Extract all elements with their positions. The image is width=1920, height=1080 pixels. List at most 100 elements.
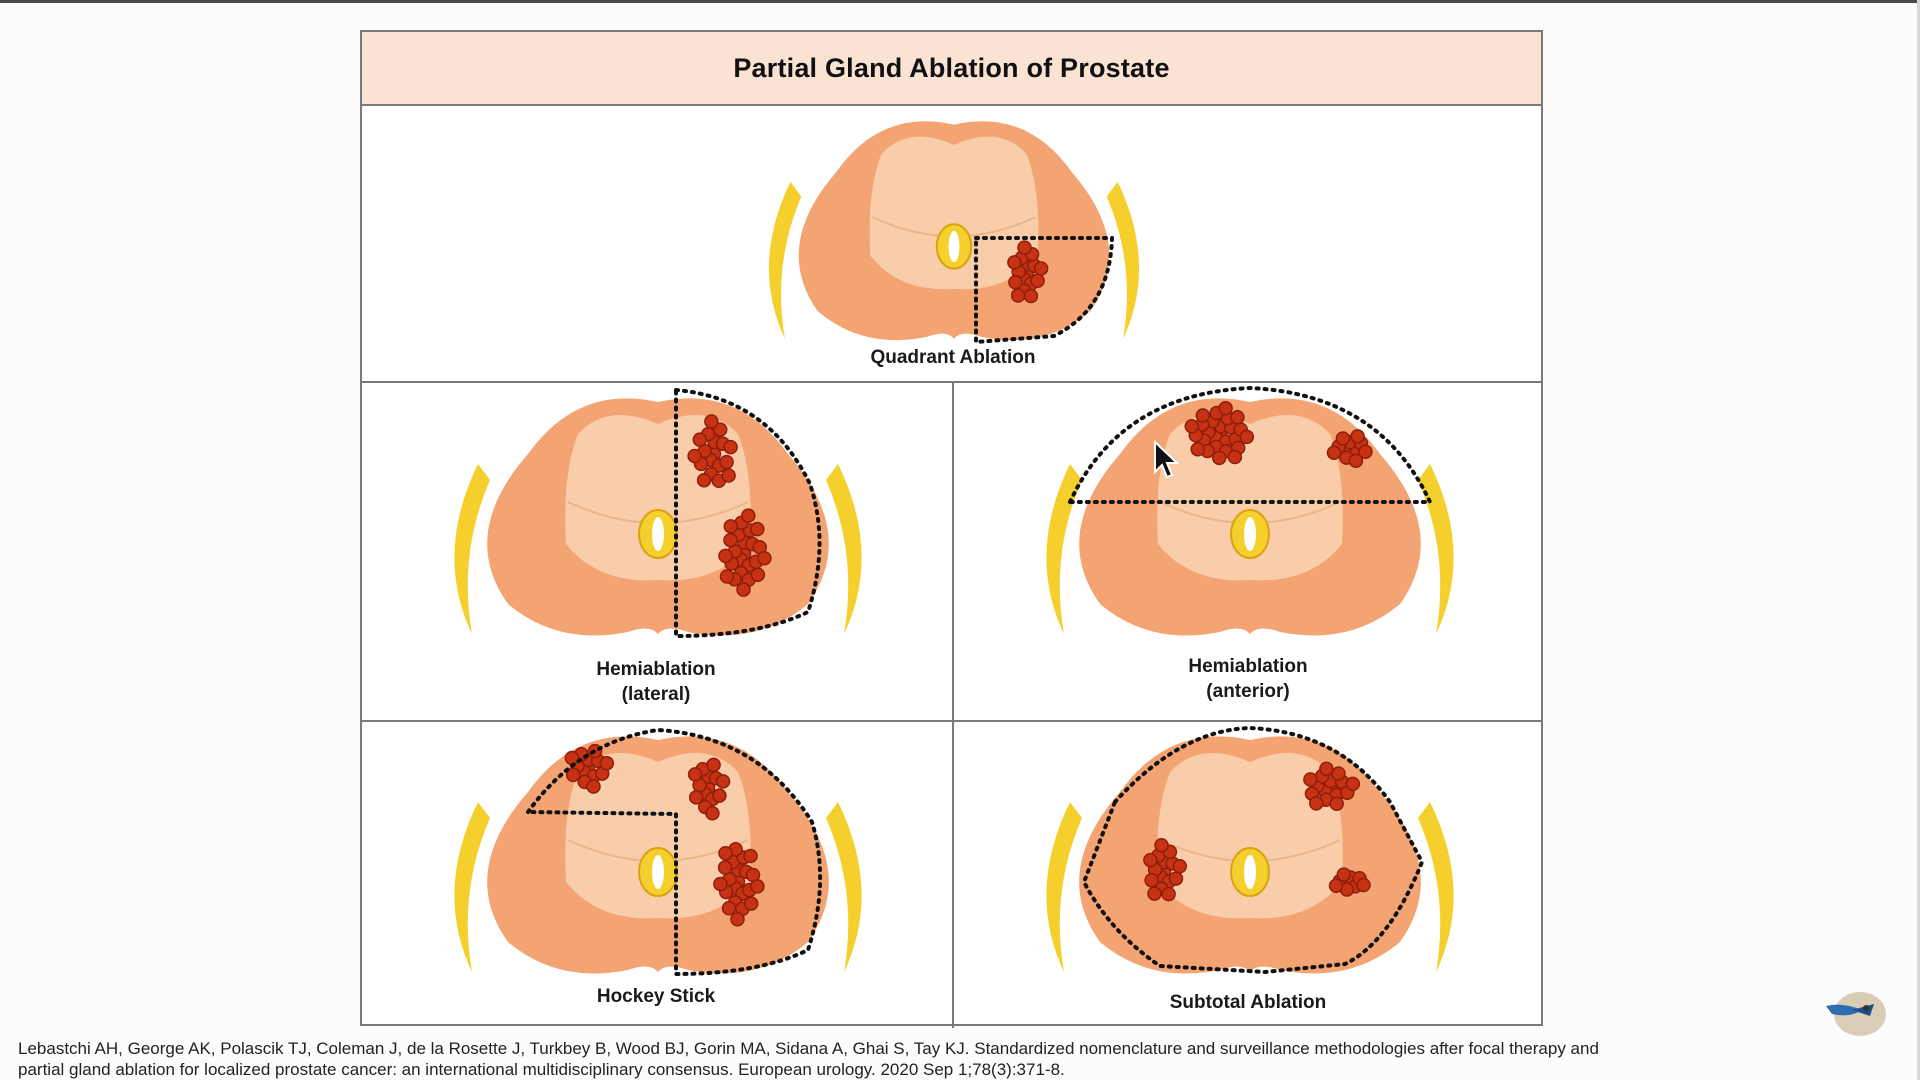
- tumor-focus: [712, 422, 728, 437]
- tumor-focus: [564, 750, 580, 766]
- tumor-focus: [1331, 766, 1346, 781]
- caption-hemi-lateral-line2: (lateral): [621, 684, 691, 705]
- neurovascular-bundle-left: [454, 802, 490, 972]
- tumor-focus: [750, 521, 765, 537]
- title-band: Partial Gland Ablation of Prostate: [362, 32, 1541, 106]
- panel-hemi-anterior: Hemiablation (anterior): [954, 382, 1545, 720]
- neurovascular-bundle-right: [1106, 181, 1140, 339]
- tumor-focus: [1154, 837, 1169, 853]
- tumor-focus: [705, 806, 720, 821]
- tumor-focus: [713, 876, 728, 892]
- tumor-focus: [1319, 761, 1334, 777]
- caption-hemi-anterior-line1: Hemiablation: [1188, 656, 1308, 677]
- neurovascular-bundle-right: [1418, 802, 1454, 972]
- tumor-focus: [1336, 867, 1352, 882]
- tumor-focus: [1147, 886, 1162, 901]
- tumor-focus: [1030, 273, 1045, 288]
- panel-hemi-lateral: Hemiablation (lateral): [362, 382, 952, 720]
- caption-hemi-lateral-line1: Hemiablation: [596, 659, 716, 680]
- tumor-focus: [1348, 453, 1364, 468]
- tumor-focus: [1230, 410, 1245, 425]
- divider-row-1: [362, 381, 1541, 383]
- tumor-focus: [718, 845, 733, 861]
- tumor-focus: [723, 519, 739, 534]
- tumor-focus: [687, 448, 702, 464]
- tumor-focus: [687, 767, 703, 782]
- tumor-focus: [1303, 772, 1318, 787]
- caption-quadrant: Quadrant Ablation: [870, 347, 1036, 368]
- citation: Lebastchi AH, George AK, Polascik TJ, Co…: [18, 1038, 1898, 1080]
- urethra-lumen: [652, 517, 664, 551]
- urethra-lumen: [948, 230, 960, 263]
- neurovascular-bundle-left: [1046, 464, 1082, 634]
- top-bar: [0, 0, 1920, 3]
- figure-title: Partial Gland Ablation of Prostate: [733, 52, 1170, 83]
- neurovascular-bundle-right: [1418, 464, 1454, 634]
- divider-column: [952, 382, 954, 1028]
- tumor-focus: [1358, 444, 1373, 460]
- tumor-focus: [1144, 872, 1159, 888]
- panel-hockey-stick: Hockey Stick: [362, 722, 952, 1028]
- tumor-focus: [1010, 288, 1026, 303]
- tumor-focus: [1168, 871, 1184, 886]
- right-edge: [1917, 0, 1920, 1080]
- prostate-diagram-hockey-stick: [454, 727, 862, 977]
- tumor-focus: [743, 848, 758, 864]
- tumor-focus: [1143, 852, 1158, 868]
- tumor-focus: [723, 532, 738, 548]
- mouse-pointer-icon: [1154, 440, 1179, 479]
- tumor-focus: [704, 414, 719, 429]
- transition-zone: [1157, 753, 1343, 919]
- tumor-focus: [741, 508, 756, 523]
- tumor-focus: [719, 569, 735, 584]
- tumor-focus: [719, 454, 734, 470]
- prostate-diagram-subtotal: [1046, 725, 1454, 975]
- tumor-focus: [1023, 288, 1039, 304]
- neurovascular-bundle-left: [768, 181, 802, 339]
- figure-panel: Partial Gland Ablation of Prostate Quadr…: [360, 30, 1545, 1028]
- tumor-focus: [1017, 240, 1032, 255]
- tumor-focus: [688, 790, 704, 805]
- tumor-focus: [1309, 796, 1324, 811]
- urethra-lumen: [1244, 517, 1256, 551]
- tumor-focus: [586, 779, 601, 794]
- tumor-focus: [1190, 441, 1205, 457]
- panel-quadrant: Quadrant Ablation: [362, 106, 1545, 382]
- tumor-focus: [696, 472, 712, 488]
- tumor-focus: [1195, 408, 1211, 423]
- panel-subtotal: Subtotal Ablation: [954, 722, 1545, 1028]
- tumor-focus: [1218, 400, 1233, 416]
- tumor-focus: [1227, 449, 1243, 465]
- tumor-focus: [721, 468, 736, 483]
- tumor-focus: [1033, 261, 1049, 276]
- tumor-focus: [706, 757, 721, 773]
- tumor-focus: [1161, 886, 1176, 902]
- tumor-focus: [1172, 859, 1188, 874]
- caption-subtotal: Subtotal Ablation: [1169, 992, 1327, 1013]
- tumor-focus: [721, 901, 737, 916]
- tumor-focus: [750, 567, 766, 582]
- tumor-focus: [757, 550, 772, 566]
- caption-hockey-stick: Hockey Stick: [596, 986, 716, 1007]
- tumor-focus: [1239, 429, 1255, 445]
- tumor-focus: [717, 860, 733, 875]
- tumor-focus: [730, 911, 745, 927]
- tumor-focus: [1007, 255, 1022, 270]
- tumor-focus: [1212, 450, 1227, 466]
- prostate-diagram-hemi-anterior: [1046, 385, 1454, 636]
- tumor-focus: [736, 582, 751, 597]
- tumor-focus: [1345, 776, 1361, 792]
- neurovascular-bundle-left: [1046, 802, 1082, 972]
- tumor-focus: [718, 548, 733, 564]
- tumor-focus: [1184, 419, 1200, 434]
- tumor-focus: [1335, 431, 1351, 446]
- tumor-focus: [565, 767, 581, 783]
- divider-row-2: [362, 720, 1541, 722]
- urethra-lumen: [1244, 855, 1256, 889]
- tumor-focus: [1328, 878, 1344, 893]
- tumor-focus: [1350, 429, 1365, 444]
- citation-line-1: Lebastchi AH, George AK, Polascik TJ, Co…: [18, 1039, 1599, 1058]
- tumor-focus: [715, 774, 731, 789]
- tumor-focus: [750, 879, 765, 894]
- tumor-focus: [1329, 796, 1344, 812]
